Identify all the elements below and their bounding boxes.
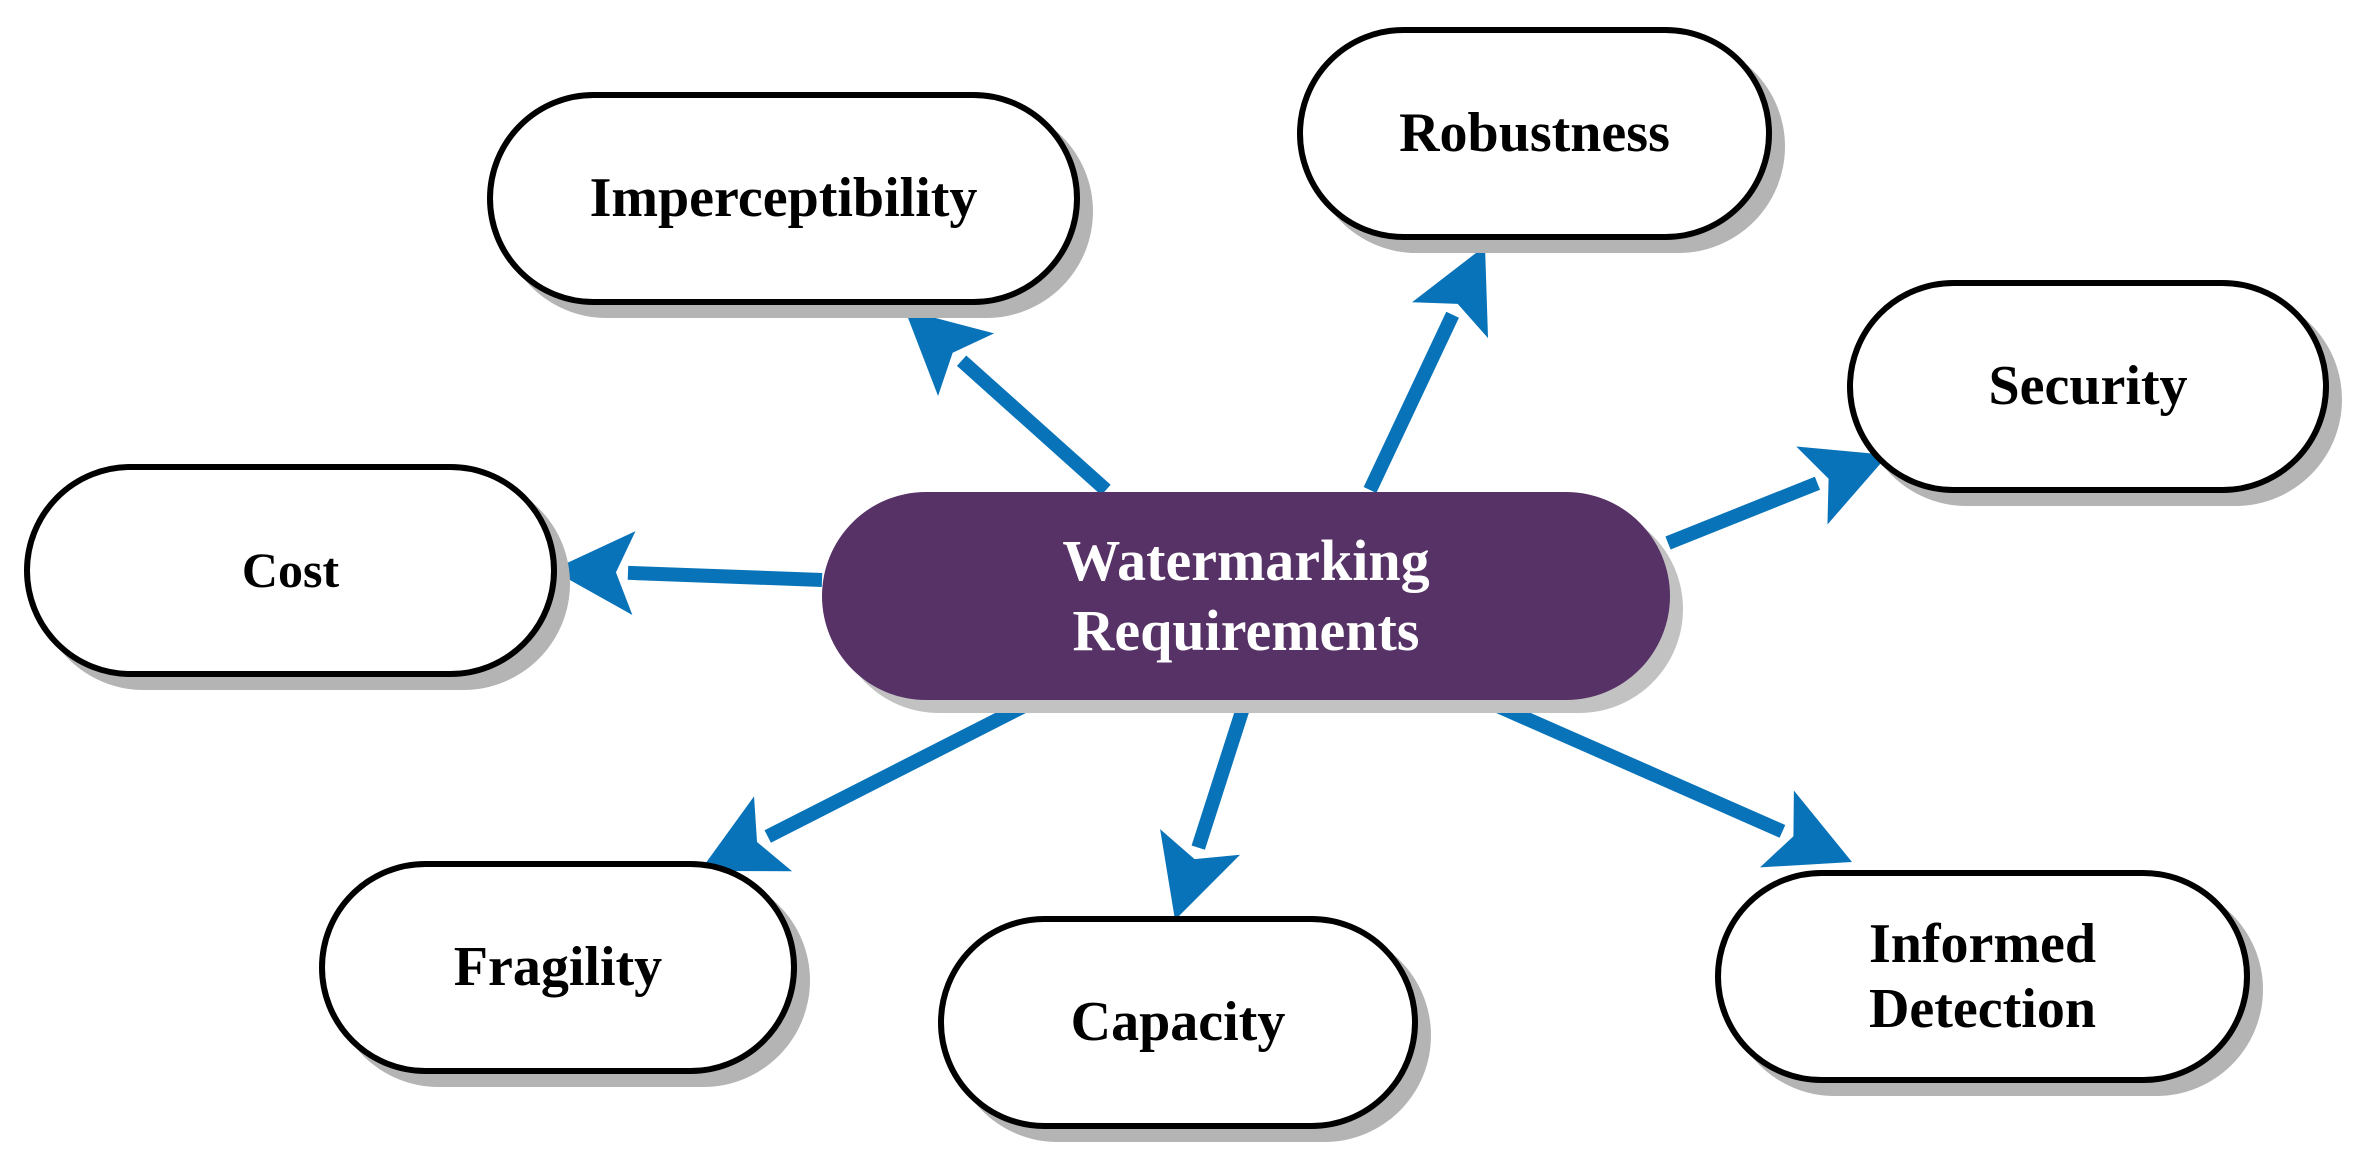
node-security: Security [1847, 280, 2329, 493]
node-cost-label: Cost [241, 541, 340, 598]
arrow-to-security-head [1796, 446, 1888, 525]
node-imperceptibility: Imperceptibility [487, 92, 1080, 305]
arrow-to-cost [552, 531, 823, 616]
node-capacity-label: Capacity [1070, 991, 1286, 1054]
arrow-to-imperceptibility-head [905, 310, 995, 396]
node-fragility: Fragility [319, 861, 797, 1074]
node-capacity: Capacity [938, 916, 1418, 1129]
node-security-label: Security [1988, 355, 2188, 418]
arrow-to-informed-detection-shaft [1481, 693, 1786, 838]
node-cost: Cost [24, 464, 557, 677]
arrow-to-fragility [700, 693, 1040, 872]
center-node-label: Watermarking Requirements [1062, 528, 1430, 663]
arrow-to-imperceptibility-shaft [956, 355, 1111, 496]
node-fragility-label: Fragility [453, 936, 663, 999]
arrow-to-robustness-shaft [1363, 311, 1459, 493]
arrow-to-imperceptibility [905, 310, 1111, 496]
node-robustness: Robustness [1297, 27, 1772, 240]
node-informed-detection-label: Informed Detection [1868, 913, 2097, 1040]
arrow-to-informed-detection-head [1760, 790, 1852, 868]
arrow-to-robustness [1363, 246, 1489, 493]
arrow-to-capacity-head [1160, 829, 1241, 920]
arrow-to-informed-detection [1481, 693, 1852, 868]
arrow-to-security-shaft [1665, 476, 1821, 550]
arrow-to-security [1665, 446, 1888, 550]
arrow-to-cost-shaft [627, 565, 823, 587]
node-imperceptibility-label: Imperceptibility [589, 167, 978, 230]
center-node: Watermarking Requirements [822, 492, 1670, 700]
arrow-to-capacity-shaft [1191, 699, 1252, 850]
node-informed-detection: Informed Detection [1715, 870, 2250, 1083]
arrow-to-fragility-head [700, 796, 793, 872]
arrow-to-cost-head [552, 531, 636, 616]
node-robustness-label: Robustness [1399, 102, 1670, 165]
arrow-to-capacity [1160, 699, 1252, 920]
arrow-to-robustness-head [1412, 246, 1489, 339]
arrow-to-fragility-shaft [764, 693, 1040, 843]
